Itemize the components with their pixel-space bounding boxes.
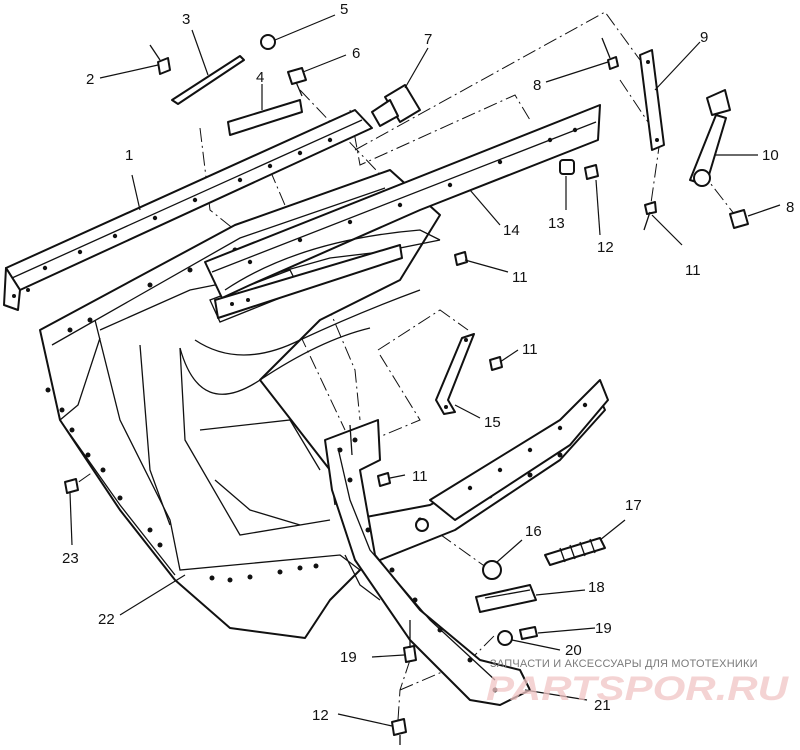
callout-3: 3 [182,11,190,28]
callout-2: 2 [86,71,94,88]
callout-10: 10 [762,147,779,164]
callout-19b: 19 [340,649,357,666]
callout-19a: 19 [595,620,612,637]
watermark-caption: ЗАПЧАСТИ И АКСЕССУАРЫ ДЛЯ МОТОТЕХНИКИ [490,658,758,670]
right-plate [429,379,609,521]
callout-12a: 12 [597,239,614,256]
latch-strut [689,89,731,187]
watermark: ЗАПЧАСТИ И АКСЕССУАРЫ ДЛЯ МОТОТЕХНИКИ PA… [486,658,790,708]
hinge-plate [639,49,665,151]
front-channel-bar [3,109,373,311]
callout-8b: 8 [786,199,794,216]
watermark-logo: PARTSPOR.RU [486,670,790,708]
callout-7: 7 [424,31,432,48]
chassis-pan [39,169,606,639]
callout-11c: 11 [412,468,428,485]
callout-6: 6 [352,45,360,62]
callout-15: 15 [484,414,501,431]
small-bracket [435,333,475,415]
callout-9: 9 [700,29,708,46]
diagonal-rail [204,104,601,319]
callout-13: 13 [548,215,565,232]
callout-5: 5 [340,1,348,18]
callout-17: 17 [625,497,642,514]
callout-22: 22 [98,611,115,628]
blade [171,55,245,105]
clamp-mount [371,84,421,127]
callout-11d: 11 [685,262,701,279]
callout-8a: 8 [533,77,541,94]
callout-18: 18 [588,579,605,596]
callout-4: 4 [256,69,264,86]
callout-11b: 11 [522,341,538,358]
leader-lines [69,14,781,727]
callout-11a: 11 [512,269,528,286]
callout-16: 16 [525,523,542,540]
callout-1: 1 [125,147,133,164]
callout-14: 14 [503,222,520,239]
strap [227,99,303,136]
callout-21: 21 [594,697,611,714]
callout-12b: 12 [312,707,329,724]
side-bracket [324,419,531,706]
fasteners [64,34,749,745]
callout-23: 23 [62,550,79,567]
callout-20: 20 [565,642,582,659]
callout-numbers: 1 2 3 4 5 6 7 8 8 9 10 11 11 11 11 12 12… [62,1,794,724]
